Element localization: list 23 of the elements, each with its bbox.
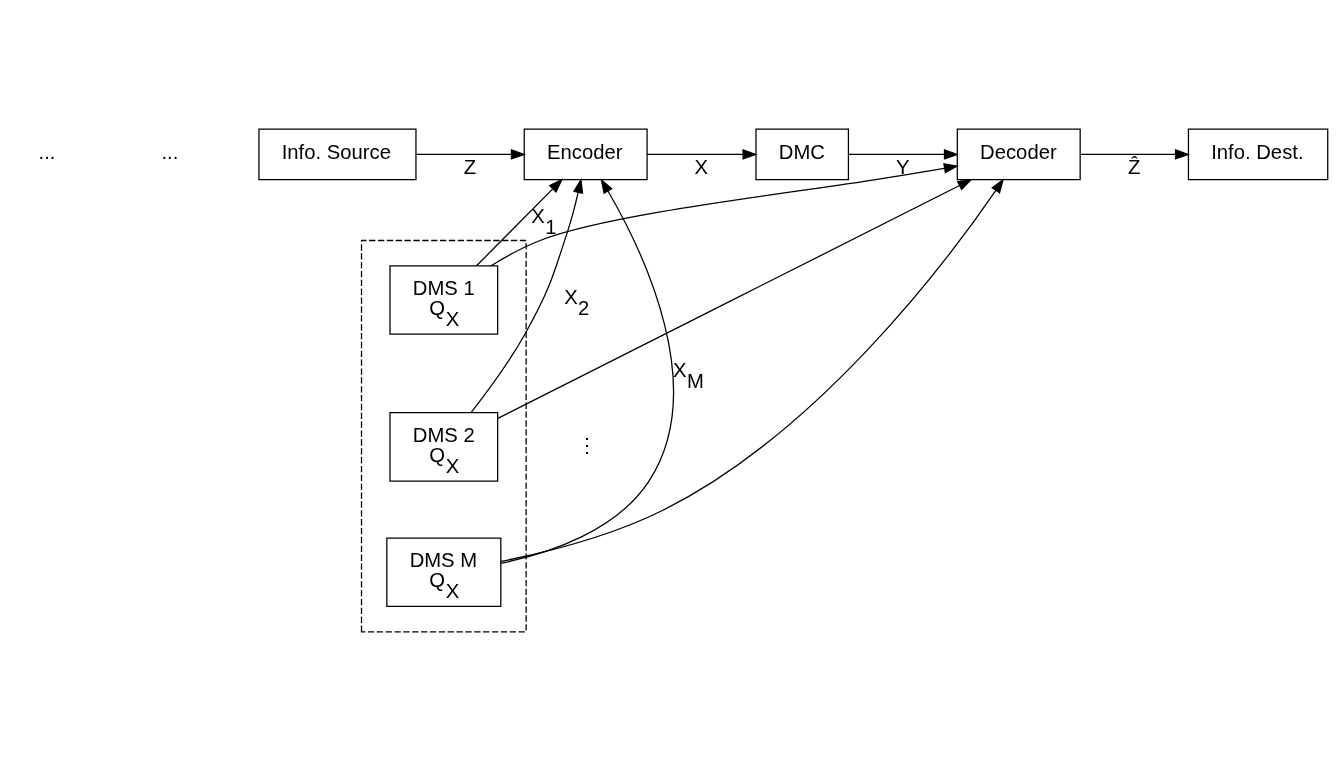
- arrow: [490, 162, 960, 266]
- cluster: [360, 239, 527, 632]
- node-box: Encoder: [523, 127, 648, 180]
- edge-label: Y: [895, 155, 910, 178]
- edge-label: X: [694, 155, 709, 178]
- node-box: Decoder: [956, 127, 1081, 180]
- edge-label: Ẑ: [1127, 155, 1141, 178]
- node-box: Info. Dest.: [1187, 127, 1329, 180]
- arrow: [470, 177, 584, 413]
- arrow: [497, 178, 973, 419]
- arrow: [476, 177, 564, 266]
- arrow: [500, 177, 1005, 562]
- arrow: [1079, 148, 1191, 160]
- label: ⋮: [576, 433, 597, 456]
- arrow: [848, 148, 960, 160]
- label: ...: [38, 140, 56, 163]
- arrow: [646, 148, 758, 160]
- node-box: Info. Source: [258, 127, 417, 180]
- node-box: DMC: [755, 127, 850, 180]
- arrow: [500, 177, 674, 564]
- edge-label: Z: [463, 155, 477, 178]
- arrow: [415, 148, 527, 160]
- label: ...: [161, 140, 179, 163]
